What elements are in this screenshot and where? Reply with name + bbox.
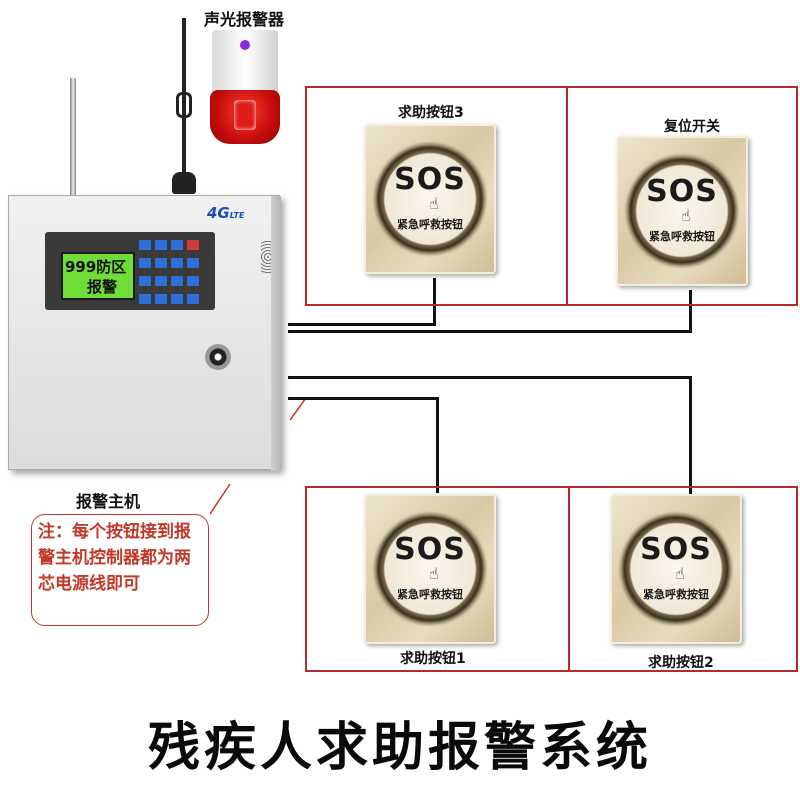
wire-top-b-up bbox=[689, 290, 692, 333]
sos-subtext: 紧急呼救按钮 bbox=[397, 588, 463, 601]
screen-line-2: 报警 bbox=[87, 278, 118, 296]
wire-top-b bbox=[288, 330, 692, 333]
sos-text: SOS bbox=[394, 162, 466, 197]
antenna-right-base bbox=[172, 172, 196, 194]
frame-top-right bbox=[566, 86, 798, 306]
screen-line-1: 999防区 bbox=[65, 258, 127, 276]
host-brand: 4GLTE bbox=[207, 204, 245, 222]
host-keypad[interactable] bbox=[139, 240, 209, 304]
host-side-edge bbox=[271, 196, 281, 471]
sos-subtext: 紧急呼救按钮 bbox=[649, 230, 715, 243]
wire-bot-b-down bbox=[436, 397, 439, 493]
reset-switch[interactable]: SOS ☝ 紧急呼救按钮 bbox=[616, 136, 748, 286]
wire-top-a-up bbox=[433, 278, 436, 326]
siren-label: 声光报警器 bbox=[204, 10, 285, 29]
hand-press-icon: ☝ bbox=[675, 564, 685, 583]
wire-bot-a bbox=[288, 376, 692, 379]
button-2-label: 求助按钮2 bbox=[648, 655, 714, 671]
page-title: 残疾人求助报警系统 bbox=[147, 718, 652, 778]
reset-switch-label: 复位开关 bbox=[664, 119, 720, 135]
button-3-label: 求助按钮3 bbox=[398, 105, 464, 121]
wire-bot-b bbox=[288, 397, 439, 400]
wire-bot-a-down bbox=[689, 376, 692, 498]
hand-press-icon: ☝ bbox=[429, 194, 439, 213]
hand-press-icon: ☝ bbox=[429, 564, 439, 583]
sos-button-3[interactable]: SOS ☝ 紧急呼救按钮 bbox=[364, 124, 496, 274]
siren-indicator-icon bbox=[240, 40, 250, 50]
wire-top-a bbox=[288, 323, 436, 326]
antenna-right-coil bbox=[176, 92, 192, 118]
wiring-note: 注：每个按钮接到报警主机控制器都为两芯电源线即可 bbox=[31, 514, 209, 626]
antenna-left bbox=[70, 78, 76, 200]
frame-bottom-right bbox=[568, 486, 798, 672]
button-1-label: 求助按钮1 bbox=[400, 651, 466, 667]
key-lock-icon[interactable] bbox=[205, 344, 231, 370]
antenna-right bbox=[182, 18, 186, 173]
host-lcd-screen: 999防区 报警 bbox=[61, 252, 135, 300]
sos-button-2[interactable]: SOS ☝ 紧急呼救按钮 bbox=[610, 494, 742, 644]
sos-subtext: 紧急呼救按钮 bbox=[397, 218, 463, 231]
sos-subtext: 紧急呼救按钮 bbox=[643, 588, 709, 601]
sos-text: SOS bbox=[394, 532, 466, 567]
sos-text: SOS bbox=[640, 532, 712, 567]
host-label: 报警主机 bbox=[76, 492, 141, 511]
hand-press-icon: ☝ bbox=[681, 206, 691, 225]
alarm-host: 4GLTE 999防区 报警 bbox=[8, 195, 281, 471]
sos-text: SOS bbox=[646, 174, 718, 209]
siren-device bbox=[210, 30, 280, 144]
sos-button-1[interactable]: SOS ☝ 紧急呼救按钮 bbox=[364, 494, 496, 644]
